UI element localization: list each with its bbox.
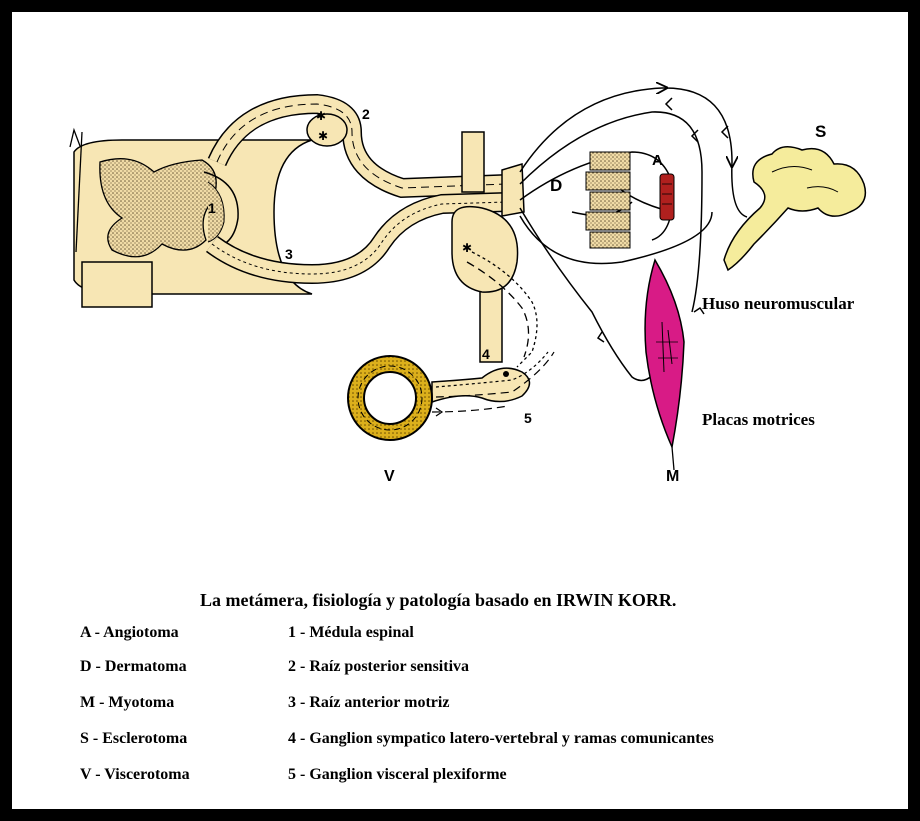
viscerotome-ring (348, 356, 432, 440)
legend-right-item: 3 - Raíz anterior motriz (288, 694, 449, 712)
label-m: M (666, 468, 679, 486)
svg-text:✱: ✱ (318, 129, 328, 143)
sclerotome-vertebra (724, 147, 865, 270)
peripheral-fibers (520, 88, 747, 381)
sympathetic-trunk: ✱ (452, 132, 537, 367)
myotome-muscle (645, 260, 684, 470)
angiotome-vessel (660, 174, 674, 220)
label-4: 4 (482, 346, 490, 362)
label-2: 2 (362, 106, 370, 122)
metamere-diagram: ✱ ✱ ✱ (12, 12, 908, 572)
legend-left-item: D - Dermatoma (80, 658, 187, 676)
label-1: 1 (208, 200, 216, 216)
legend-left-item: M - Myotoma (80, 694, 174, 712)
figure-caption: La metámera, fisiología y patología basa… (200, 590, 676, 611)
legend-right-item: 2 - Raíz posterior sensitiva (288, 658, 469, 676)
legend-right-item: 4 - Ganglion sympatico latero-vertebral … (288, 730, 714, 748)
legend-right-item: 5 - Ganglion visceral plexiforme (288, 766, 507, 784)
legend-right-item: 1 - Médula espinal (288, 624, 414, 642)
label-v: V (384, 468, 395, 486)
legend-left-item: S - Esclerotoma (80, 730, 187, 748)
label-placas-motrices: Placas motrices (702, 410, 815, 430)
figure-canvas: ✱ ✱ ✱ (12, 12, 908, 809)
label-a: A (652, 152, 663, 169)
svg-text:✱: ✱ (462, 241, 472, 255)
dermatome (586, 152, 630, 248)
label-d: D (550, 176, 562, 196)
legend-left-item: A - Angiotoma (80, 624, 179, 642)
legend-left-item: V - Viscerotoma (80, 766, 190, 784)
label-s: S (815, 122, 826, 142)
label-3: 3 (285, 246, 293, 262)
label-5: 5 (524, 410, 532, 426)
label-huso-neuromuscular: Huso neuromuscular (702, 294, 854, 314)
svg-text:✱: ✱ (316, 109, 326, 123)
